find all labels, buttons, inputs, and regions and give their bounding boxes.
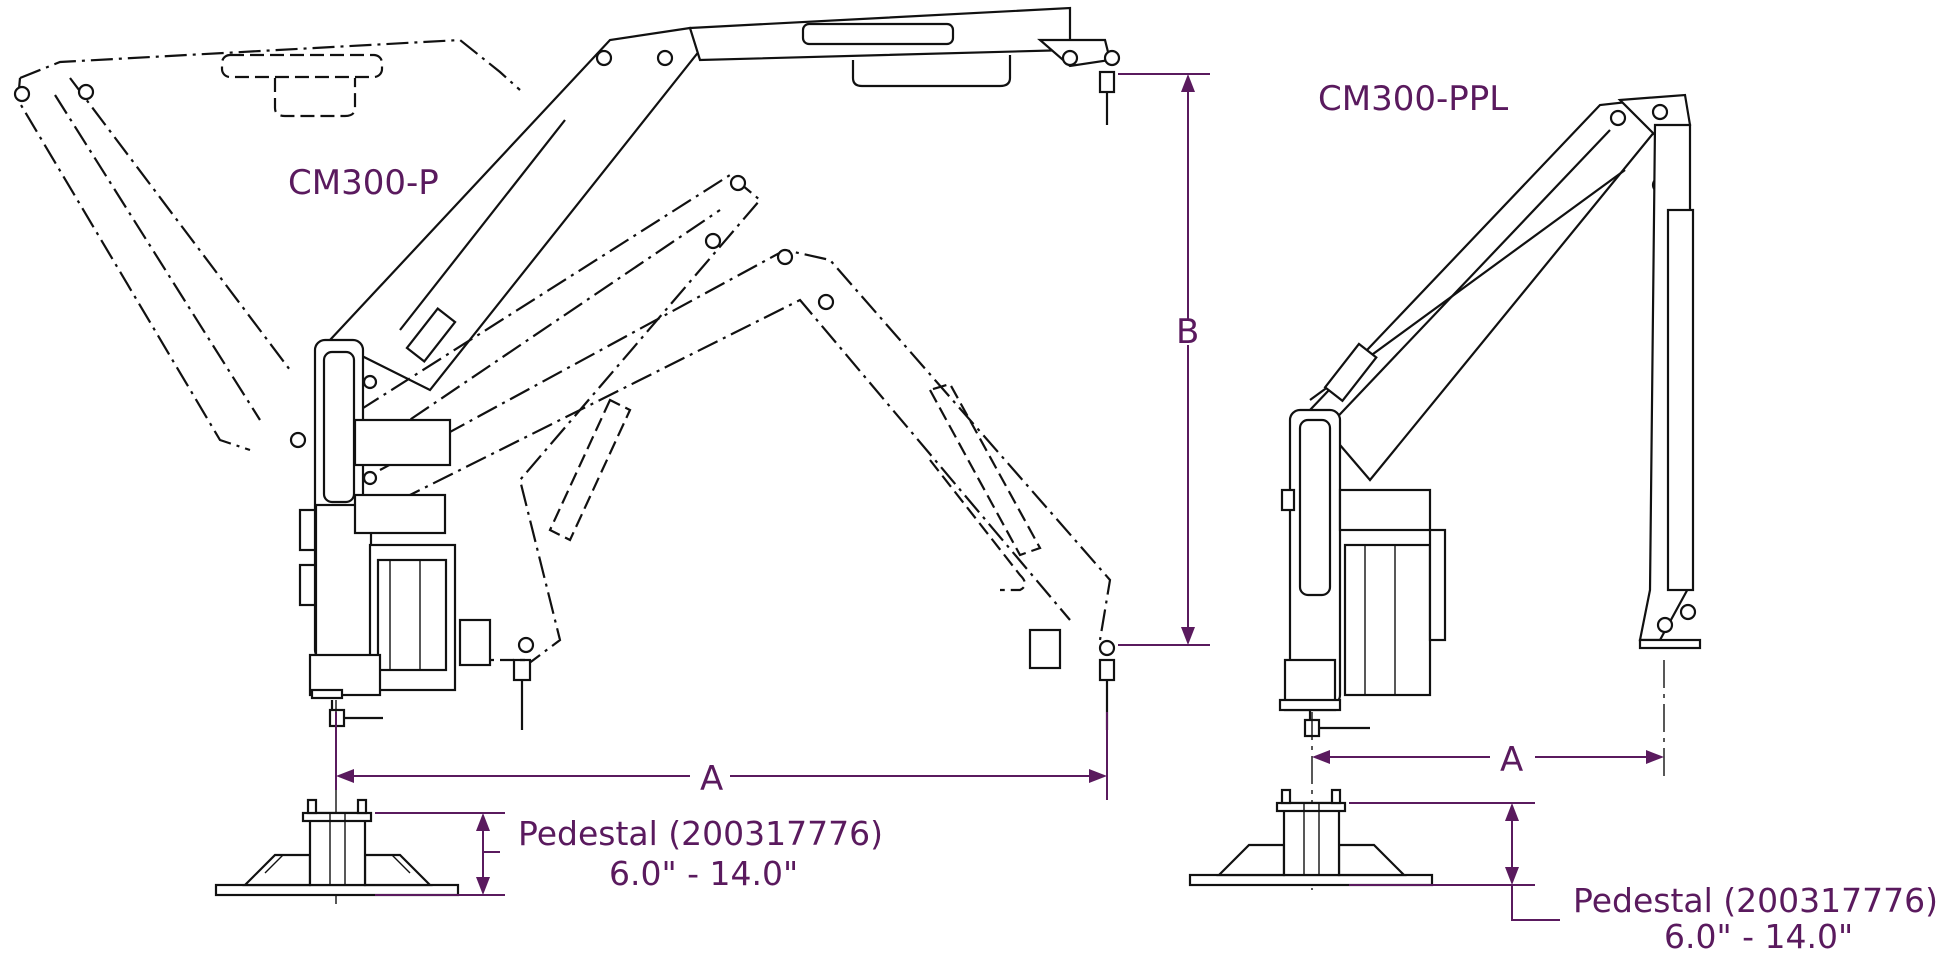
dimension-a-left — [335, 712, 1108, 800]
dashed-arm-upper-left — [13, 38, 521, 452]
dimension-b-label: B — [1176, 312, 1199, 352]
dashed-arm-middle — [359, 173, 762, 730]
dimension-a-right-label: A — [1500, 740, 1523, 780]
dimension-a-right — [1312, 750, 1664, 764]
model-label-left: CM300-P — [288, 163, 439, 203]
left-pedestal-drawing — [214, 798, 460, 897]
pedestal-left-name: Pedestal (200317776) — [518, 814, 883, 853]
pedestal-height-right — [1349, 802, 1560, 921]
pedestal-height-left — [375, 812, 505, 896]
right-pedestal-drawing — [1188, 788, 1434, 887]
dimension-b — [1118, 73, 1210, 646]
solid-arm-upper — [328, 6, 1121, 392]
dashed-arm-lower-right — [379, 248, 1116, 730]
model-label-right: CM300-PPL — [1318, 79, 1508, 119]
right-arm-main — [1308, 98, 1662, 482]
pedestal-left-range: 6.0" - 14.0" — [609, 854, 798, 893]
dimension-a-left-label: A — [700, 759, 723, 799]
cm300-ppl-manipulator — [1278, 93, 1702, 890]
pedestal-right-name: Pedestal (200317776) — [1573, 881, 1938, 920]
column-body — [298, 338, 492, 728]
cm300-p-manipulator — [13, 6, 1121, 905]
pedestal-right-range: 6.0" - 14.0" — [1664, 917, 1853, 953]
